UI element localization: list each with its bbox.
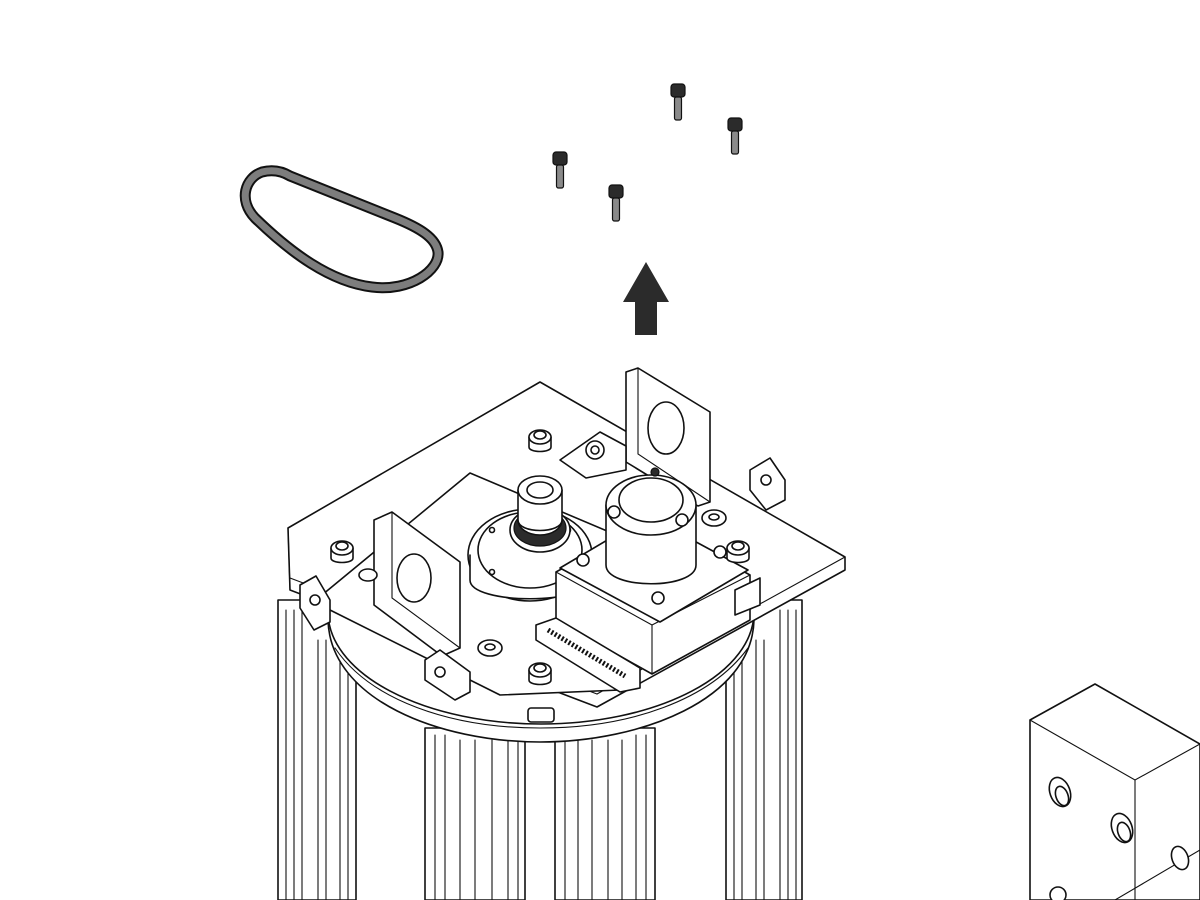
timing-belt	[239, 165, 444, 294]
nut-2	[330, 540, 354, 564]
screw-4	[608, 184, 624, 222]
nut-3	[528, 662, 552, 686]
screws	[552, 83, 743, 222]
extrusion-center-left	[424, 727, 526, 900]
screw-2	[727, 117, 743, 155]
nut-1	[528, 429, 552, 453]
motor-bracket-right	[559, 367, 786, 511]
motor	[535, 467, 761, 693]
pulley-assembly	[467, 475, 593, 602]
washer-2	[701, 509, 727, 527]
extrusion-center-right	[554, 727, 656, 900]
washer-1	[477, 639, 503, 657]
screw-1	[670, 83, 686, 121]
nut-4	[726, 540, 750, 564]
removal-arrow	[623, 262, 669, 335]
motor-bracket-left	[299, 511, 471, 701]
washer-3	[358, 568, 378, 582]
side-block	[1029, 683, 1200, 900]
screw-3	[552, 151, 568, 189]
nuts	[330, 429, 750, 686]
